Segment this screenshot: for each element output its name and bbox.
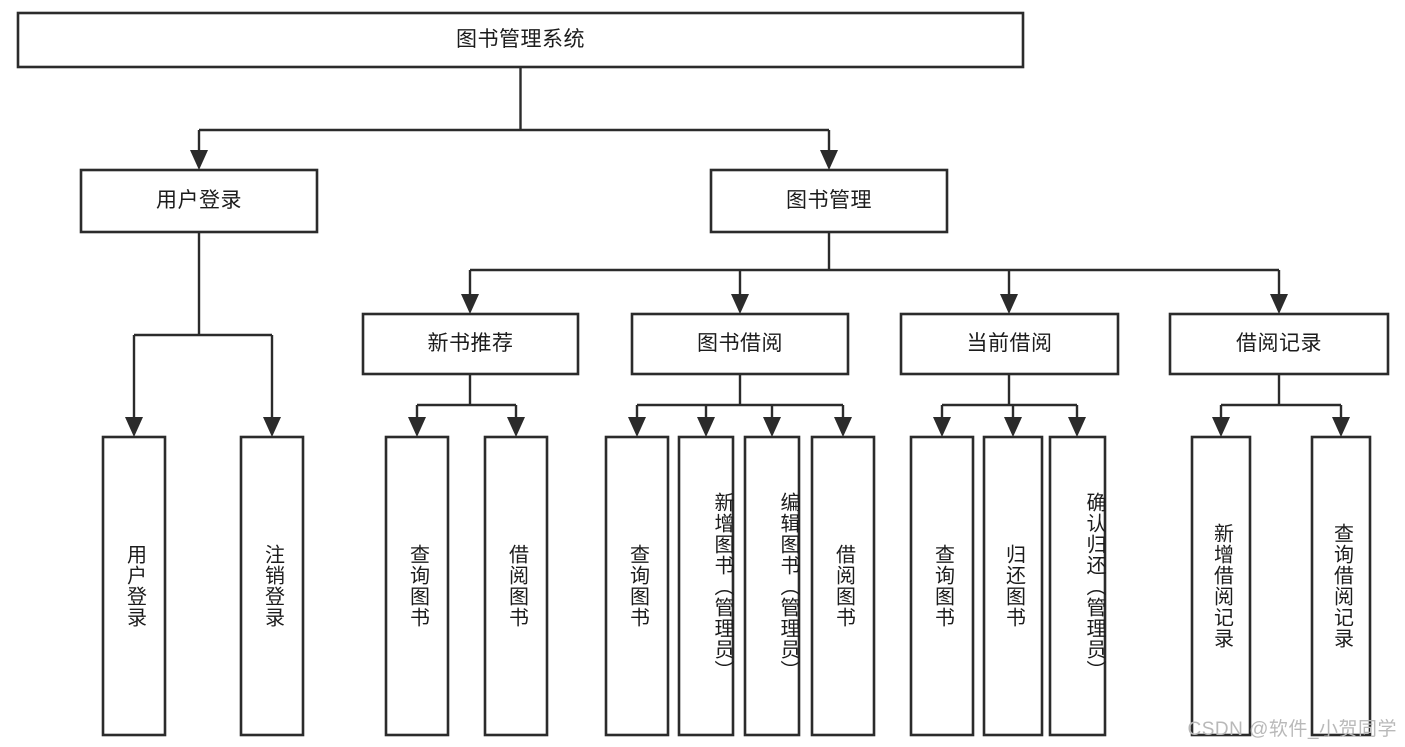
arrow-head-book-borrow xyxy=(731,294,749,314)
arrow-head-leaf-query-book-current xyxy=(933,417,951,437)
node-box-book-manage[interactable] xyxy=(709,168,949,234)
arrow-head-leaf-query-book-recommend xyxy=(408,417,426,437)
node-box-leaf-return-book[interactable] xyxy=(982,435,1044,737)
arrow-head-leaf-query-book-borrow xyxy=(628,417,646,437)
node-box-leaf-confirm-return[interactable] xyxy=(1048,435,1107,737)
node-box-root[interactable] xyxy=(16,11,1025,69)
connector-layer xyxy=(125,67,1350,437)
arrow-head-borrow-record xyxy=(1270,294,1288,314)
arrow-head-book-manage xyxy=(820,150,838,170)
node-box-leaf-edit-book[interactable] xyxy=(743,435,801,737)
node-box-leaf-add-borrow-record[interactable] xyxy=(1190,435,1252,737)
arrow-head-leaf-borrow-book-recommend xyxy=(507,417,525,437)
arrow-head-leaf-query-borrow-record xyxy=(1332,417,1350,437)
node-box-borrow-record[interactable] xyxy=(1168,312,1390,376)
node-box-leaf-query-book-borrow[interactable] xyxy=(604,435,670,737)
node-box-current-borrow[interactable] xyxy=(899,312,1120,376)
node-box-new-book-recommend[interactable] xyxy=(361,312,580,376)
arrow-head-user-login xyxy=(190,150,208,170)
node-box-leaf-query-book-recommend[interactable] xyxy=(384,435,450,737)
node-box-leaf-query-borrow-record[interactable] xyxy=(1310,435,1372,737)
arrow-head-new-book-recommend xyxy=(461,294,479,314)
arrow-head-leaf-edit-book xyxy=(763,417,781,437)
arrow-head-leaf-add-borrow-record xyxy=(1212,417,1230,437)
node-box-leaf-query-book-current[interactable] xyxy=(909,435,975,737)
node-box-leaf-borrow-book[interactable] xyxy=(810,435,876,737)
arrow-head-current-borrow xyxy=(1000,294,1018,314)
node-box-book-borrow[interactable] xyxy=(630,312,850,376)
box-layer xyxy=(16,11,1390,737)
node-box-leaf-user-logout[interactable] xyxy=(239,435,305,737)
arrow-head-leaf-borrow-book xyxy=(834,417,852,437)
arrow-head-leaf-confirm-return xyxy=(1068,417,1086,437)
node-box-leaf-add-book[interactable] xyxy=(677,435,735,737)
arrow-head-leaf-add-book xyxy=(697,417,715,437)
arrow-head-leaf-return-book xyxy=(1004,417,1022,437)
node-box-leaf-user-login[interactable] xyxy=(101,435,167,737)
node-box-leaf-borrow-book-recommend[interactable] xyxy=(483,435,549,737)
arrow-head-leaf-user-logout xyxy=(263,417,281,437)
node-box-user-login[interactable] xyxy=(79,168,319,234)
arrow-head-leaf-user-login xyxy=(125,417,143,437)
